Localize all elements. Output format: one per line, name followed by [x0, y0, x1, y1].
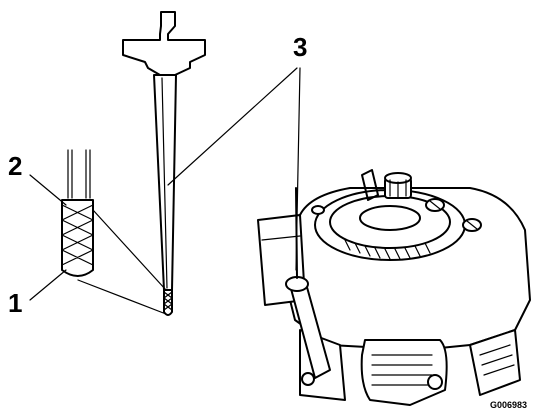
- leader-3a: [167, 67, 298, 186]
- muffler: [360, 339, 448, 406]
- leader-3b: [295, 67, 301, 271]
- figure-code: G006983: [490, 400, 527, 410]
- leader-2: [29, 174, 67, 206]
- engine: [257, 169, 531, 406]
- callout-1: 1: [8, 288, 22, 318]
- leader-1: [29, 269, 67, 301]
- shroud-bolts: [311, 198, 482, 232]
- oil-fill-cap: [384, 172, 412, 199]
- dipstick: [122, 11, 206, 316]
- leader-lines: [29, 67, 301, 301]
- dipstick-tip-detail: [61, 149, 167, 315]
- callout-3: 3: [293, 32, 307, 62]
- callout-2: 2: [8, 151, 22, 181]
- dipstick-tip: [163, 289, 173, 316]
- dipstick-cap: [122, 11, 206, 76]
